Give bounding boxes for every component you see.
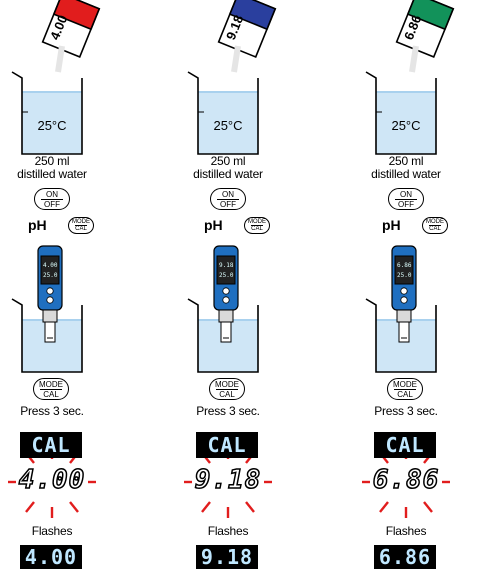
cal-label: CAL — [251, 226, 263, 232]
pour-stream — [231, 45, 241, 73]
buffer-sachet — [395, 0, 455, 59]
water-label: distilled water — [193, 167, 263, 181]
temperature-label: 25°C — [213, 118, 243, 133]
cal-display: CAL — [374, 432, 436, 458]
mode-label: MODE — [215, 380, 239, 389]
flashing-value: 4.00 — [18, 464, 86, 496]
calibration-column-1: 4.00 25°C 250 ml distilled water ON OFF … — [0, 0, 140, 574]
meter-subreading: 25.0 — [397, 272, 412, 279]
water-label: distilled water — [17, 167, 87, 181]
final-display: 4.00 — [20, 545, 82, 569]
on-off-button[interactable]: ON OFF — [210, 188, 246, 210]
flashes-label: Flashes — [207, 524, 249, 538]
off-label: OFF — [398, 200, 414, 209]
temperature-label: 25°C — [391, 118, 421, 133]
ph-meter — [391, 245, 417, 343]
mode-cal-press-button[interactable]: MODE CAL — [33, 378, 69, 400]
column-illustration — [184, 0, 277, 518]
off-label: OFF — [220, 200, 236, 209]
pour-stream — [55, 45, 65, 73]
meter-reading: 6.86 — [397, 262, 412, 269]
beaker-icon — [11, 71, 83, 155]
flashes-label: Flashes — [31, 524, 73, 538]
mode-label: MODE — [248, 219, 266, 225]
on-label: ON — [222, 190, 234, 199]
buffer-sachet — [41, 0, 101, 59]
mode-cal-button[interactable]: MODE CAL — [422, 217, 448, 234]
meter-reading: 9.18 — [219, 262, 234, 269]
on-label: ON — [46, 190, 58, 199]
cal-label: CAL — [75, 226, 87, 232]
volume-label: 250 ml — [34, 154, 70, 168]
flashes-label: Flashes — [385, 524, 427, 538]
ph-label: pH — [382, 217, 401, 233]
press-instruction: Press 3 sec. — [374, 404, 438, 418]
ph-meter — [213, 245, 239, 343]
mode-label: MODE — [426, 219, 444, 225]
meter-subreading: 25.0 — [219, 272, 234, 279]
mode-cal-button[interactable]: MODE CAL — [68, 217, 94, 234]
press-instruction: Press 3 sec. — [196, 404, 260, 418]
flashing-value: 9.18 — [194, 464, 262, 496]
final-display: 6.86 — [374, 545, 436, 569]
ph-label: pH — [28, 217, 47, 233]
meter-subreading: 25.0 — [43, 272, 58, 279]
on-off-button[interactable]: ON OFF — [388, 188, 424, 210]
cal-label: CAL — [397, 390, 413, 399]
pour-stream — [409, 45, 419, 73]
on-off-button[interactable]: ON OFF — [34, 188, 70, 210]
mode-label: MODE — [72, 219, 90, 225]
cal-label: CAL — [219, 390, 235, 399]
final-display: 9.18 — [196, 545, 258, 569]
calibration-column-2: 9.18 25°C 250 ml distilled water ON OFF … — [176, 0, 316, 574]
off-label: OFF — [44, 200, 60, 209]
cal-label: CAL — [429, 226, 441, 232]
column-illustration — [362, 0, 455, 518]
cal-display: CAL — [196, 432, 258, 458]
mode-cal-press-button[interactable]: MODE CAL — [387, 378, 423, 400]
water-label: distilled water — [371, 167, 441, 181]
on-label: ON — [400, 190, 412, 199]
meter-reading: 4.00 — [43, 262, 58, 269]
cal-display: CAL — [20, 432, 82, 458]
flashing-value: 6.86 — [372, 464, 440, 496]
mode-cal-button[interactable]: MODE CAL — [244, 217, 270, 234]
mode-label: MODE — [39, 380, 63, 389]
volume-label: 250 ml — [388, 154, 424, 168]
press-instruction: Press 3 sec. — [20, 404, 84, 418]
buffer-sachet — [217, 0, 277, 59]
calibration-column-3: 6.86 25°C 250 ml distilled water ON OFF … — [354, 0, 494, 574]
volume-label: 250 ml — [210, 154, 246, 168]
ph-label: pH — [204, 217, 223, 233]
beaker-icon — [187, 71, 259, 155]
column-illustration — [8, 0, 101, 518]
temperature-label: 25°C — [37, 118, 67, 133]
cal-label: CAL — [43, 390, 59, 399]
beaker-icon — [365, 71, 437, 155]
mode-cal-press-button[interactable]: MODE CAL — [209, 378, 245, 400]
mode-label: MODE — [393, 380, 417, 389]
ph-meter — [37, 245, 63, 343]
